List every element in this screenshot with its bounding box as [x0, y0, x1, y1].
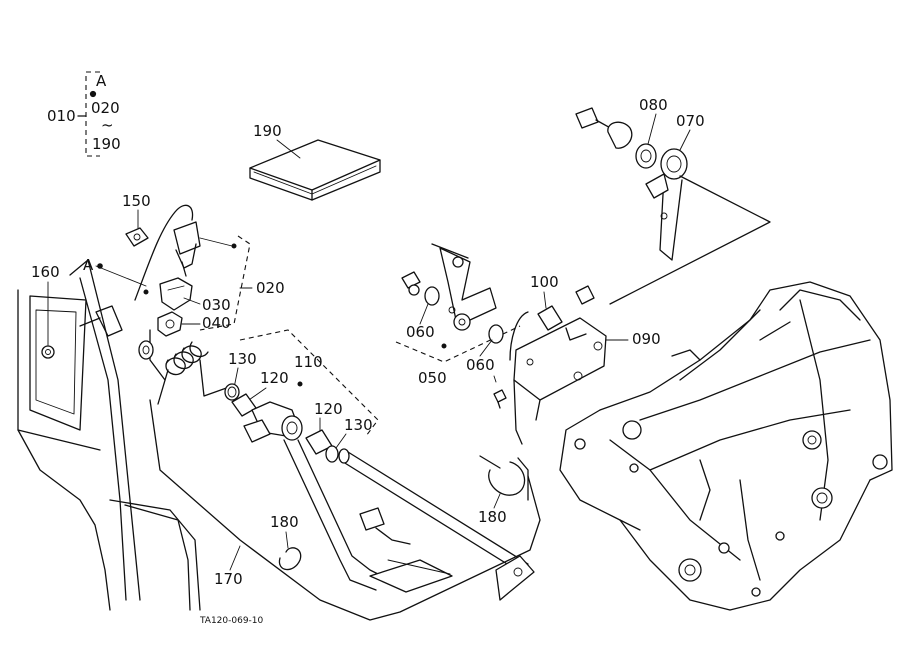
callout-110: 110 — [294, 353, 323, 371]
callout-130-b: 130 — [344, 416, 373, 434]
callout-080: 080 — [639, 96, 668, 114]
tractor-frame — [17, 259, 201, 611]
callout-100: 100 — [530, 273, 559, 291]
group-marker-dot — [89, 90, 97, 98]
pedal-pad — [369, 559, 453, 593]
wire-connector — [359, 507, 385, 531]
lever-assembly-070 — [575, 107, 771, 305]
callout-160: 160 — [31, 263, 60, 281]
pedal-shaft — [338, 448, 535, 601]
callout-A: A — [83, 256, 94, 274]
lever-070 — [660, 148, 688, 180]
callout-150: 150 — [122, 192, 151, 210]
callout-190: 190 — [253, 122, 282, 140]
band-180-a — [278, 547, 302, 571]
callout-120-a: 120 — [260, 369, 289, 387]
hub — [607, 121, 633, 149]
switch-020 — [173, 221, 201, 255]
linkage-050 — [395, 243, 521, 363]
callout-090: 090 — [632, 330, 661, 348]
group-to-label: 190 — [92, 135, 121, 153]
callout-040: 040 — [202, 314, 231, 332]
bracket-030 — [159, 277, 193, 311]
return-spring — [138, 340, 233, 405]
manual-190: 190 — [249, 122, 381, 201]
callout-130-a: 130 — [228, 350, 257, 368]
bolt-160 — [41, 345, 55, 359]
safety-switch-assembly: 150 020 030 040 A — [83, 192, 285, 337]
wire-harness-170: 170 — [149, 399, 541, 621]
switch-100 — [537, 305, 563, 331]
collar-060-a — [424, 286, 440, 306]
callout-030: 030 — [202, 296, 231, 314]
washer-080 — [635, 143, 657, 169]
group-marker-label: A — [96, 72, 107, 90]
callout-070: 070 — [676, 112, 705, 130]
group-ref-label: 010 — [47, 107, 76, 125]
nut-040 — [157, 311, 183, 337]
bracket-090 — [493, 285, 607, 445]
collar-060-b — [488, 324, 504, 344]
callout-060-b: 060 — [466, 356, 495, 374]
snap-ring-130-b — [325, 445, 339, 463]
callout-020: 020 — [256, 279, 285, 297]
bolt — [575, 285, 595, 305]
transmission-housing — [559, 281, 893, 611]
band-180-b — [479, 455, 529, 501]
figure-code: TA120-069-10 — [199, 616, 264, 626]
washer — [138, 340, 154, 360]
snap-ring-130-a — [224, 383, 240, 401]
callout-180-a: 180 — [270, 513, 299, 531]
callout-060-a: 060 — [406, 323, 435, 341]
group-reference: 010 A 020 ~ 190 — [47, 71, 121, 157]
nut-150 — [125, 227, 149, 247]
group-from-label: 020 — [91, 99, 120, 117]
group-range-mark: ~ — [101, 116, 114, 134]
callout-120-b: 120 — [314, 400, 343, 418]
shaft-arm — [495, 555, 535, 601]
pivot-boss — [453, 313, 471, 331]
callout-170: 170 — [214, 570, 243, 588]
callout-180-b: 180 — [478, 508, 507, 526]
clutch-pedal-110 — [243, 401, 453, 593]
callout-050: 050 — [418, 369, 447, 387]
